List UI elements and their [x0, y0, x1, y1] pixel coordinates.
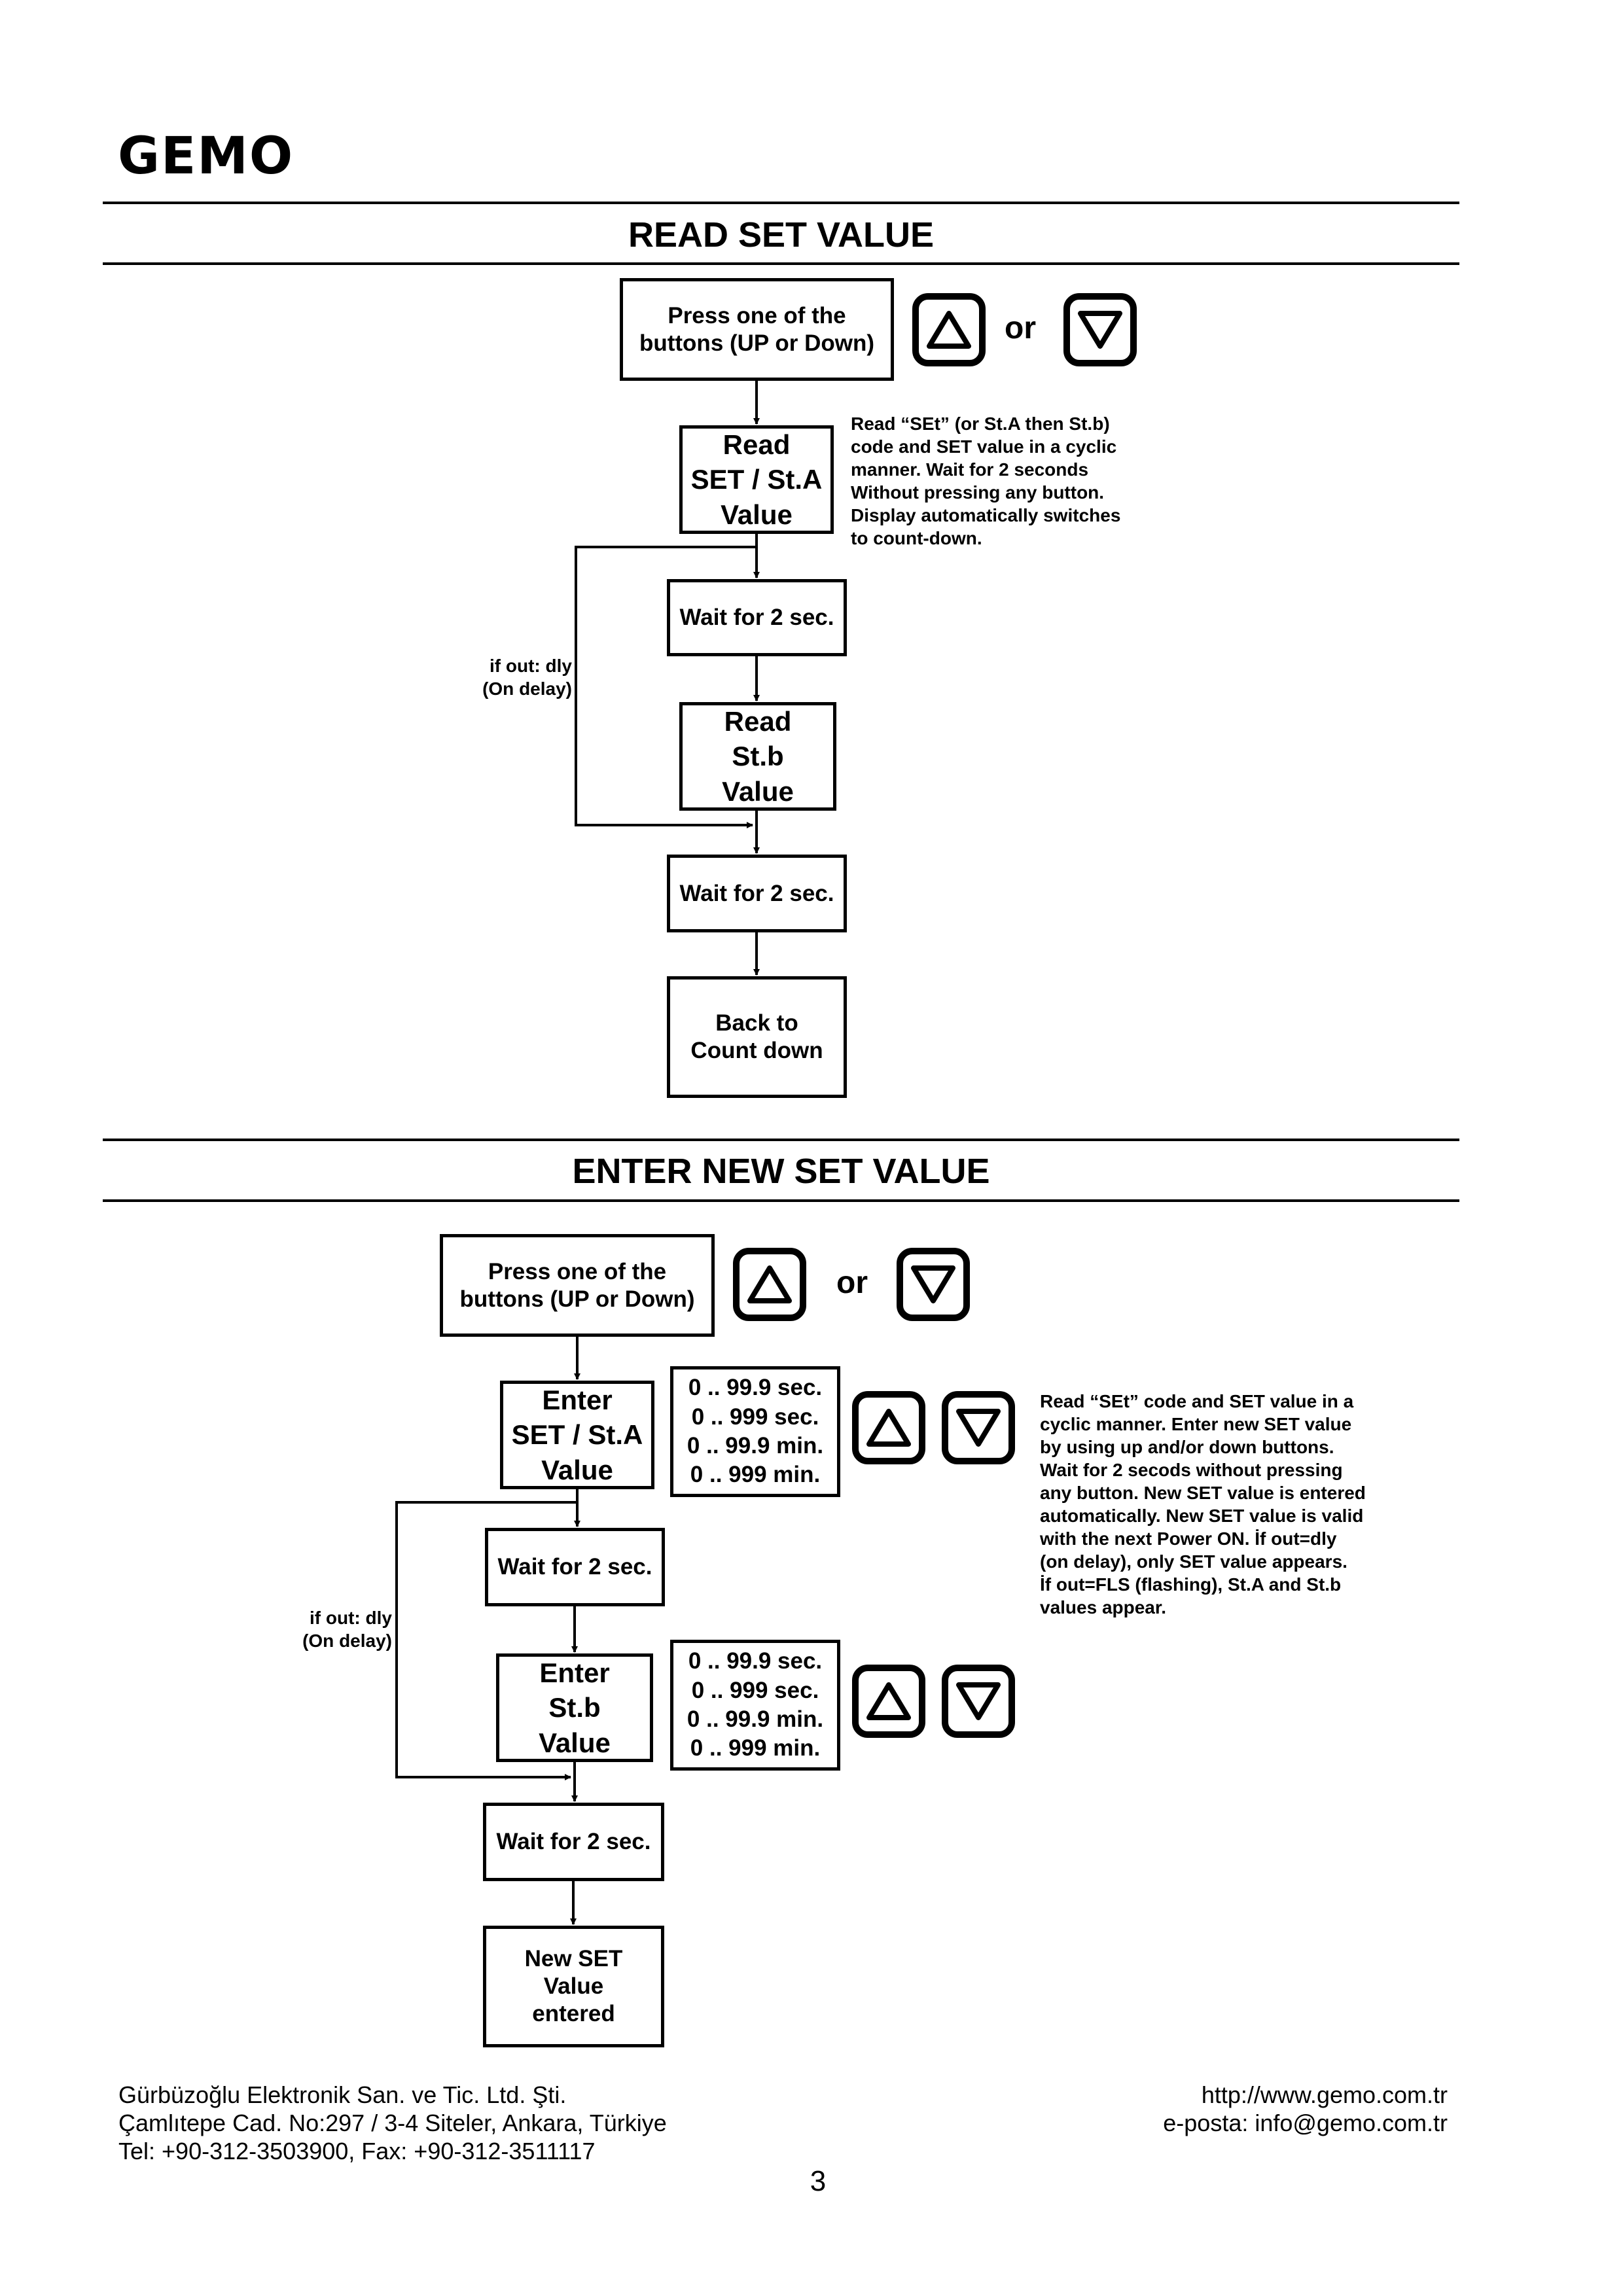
read-press-box: Press one of the buttons (UP or Down) [620, 278, 894, 381]
up-arrow-button-icon [733, 1248, 806, 1321]
gemo-logo: GEMO [118, 127, 294, 186]
read-wait-box-1: Wait for 2 sec. [667, 579, 847, 656]
up-arrow-button-icon [912, 293, 986, 366]
up-arrow-button-icon [852, 1391, 925, 1464]
read-section-title: READ SET VALUE [628, 215, 935, 255]
footer-company-address: Gürbüzoğlu Elektronik San. ve Tic. Ltd. … [118, 2081, 667, 2164]
enter-stb-range-box: 0 .. 99.9 sec. 0 .. 999 sec. 0 .. 99.9 m… [670, 1640, 840, 1771]
section-rule-bottom [103, 262, 1459, 265]
down-arrow-button-icon [1063, 293, 1137, 366]
read-branch-label: if out: dly (On delay) [482, 656, 572, 699]
down-arrow-button-icon [942, 1665, 1015, 1738]
or-label: or [1005, 311, 1036, 345]
up-arrow-button-icon [852, 1665, 925, 1738]
read-wait-box-2: Wait for 2 sec. [667, 855, 847, 932]
enter-wait-box-2: Wait for 2 sec. [483, 1803, 664, 1881]
branch-connector-arrow [395, 1501, 577, 1780]
enter-note: Read “SEt” code and SET value in a cycli… [1040, 1391, 1366, 1617]
enter-section-title: ENTER NEW SET VALUE [572, 1152, 990, 1191]
enter-press-box: Press one of the buttons (UP or Down) [440, 1234, 715, 1337]
enter-sta-box: Enter SET / St.A Value [500, 1381, 654, 1489]
section-rule-top [103, 1139, 1459, 1141]
read-stb-box: Read St.b Value [679, 702, 836, 811]
section-rule-bottom [103, 1199, 1459, 1202]
enter-wait-box-1: Wait for 2 sec. [485, 1528, 665, 1606]
down-arrow-button-icon [897, 1248, 970, 1321]
branch-connector-arrow [575, 546, 757, 828]
read-note: Read “SEt” (or St.A then St.b) code and … [851, 414, 1121, 548]
enter-branch-label: if out: dly (On delay) [302, 1608, 392, 1651]
enter-stb-box: Enter St.b Value [496, 1653, 653, 1762]
footer-contact: http://www.gemo.com.tr e-posta: info@gem… [1163, 2081, 1448, 2136]
or-label: or [836, 1265, 868, 1300]
enter-sta-range-box: 0 .. 99.9 sec. 0 .. 999 sec. 0 .. 99.9 m… [670, 1366, 840, 1497]
read-sta-box: Read SET / St.A Value [679, 425, 834, 534]
read-back-box: Back to Count down [667, 976, 847, 1098]
enter-done-box: New SET Value entered [483, 1926, 664, 2047]
page-number: 3 [810, 2165, 827, 2197]
down-arrow-button-icon [942, 1391, 1015, 1464]
section-rule-top [103, 202, 1459, 204]
